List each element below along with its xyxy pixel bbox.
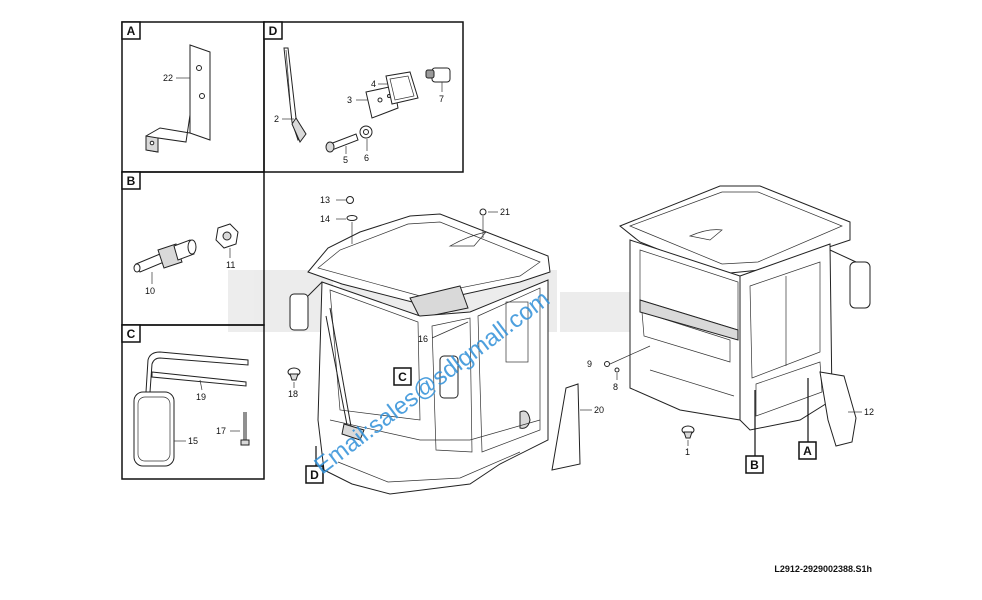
plug-part-8: 8 [613, 367, 620, 392]
callout-12: 12 [864, 407, 874, 417]
callout-19: 19 [196, 392, 206, 402]
bolt-part-5: 5 [325, 133, 359, 165]
callout-11: 11 [226, 260, 235, 270]
view-marker-b: B [745, 390, 764, 474]
callout-14: 14 [320, 214, 330, 224]
svg-text:D: D [310, 468, 319, 482]
nut-part-13: 13 [320, 195, 354, 205]
callout-20: 20 [594, 405, 604, 415]
plug-part-9: 9 [587, 345, 651, 369]
callout-18: 18 [288, 389, 298, 399]
screw-part-17: 17 [216, 412, 250, 446]
panel-part-20: 20 [551, 383, 604, 471]
callout-13: 13 [320, 195, 330, 205]
washer-part-6: 6 [359, 125, 373, 163]
callout-8: 8 [613, 382, 618, 392]
washer-part-14: 14 [320, 214, 358, 244]
svg-text:B: B [127, 174, 136, 188]
panel-tag-d: D [263, 21, 283, 40]
detail-panels [121, 21, 464, 480]
callout-22: 22 [163, 73, 173, 83]
callout-9: 9 [587, 359, 592, 369]
callout-3: 3 [347, 95, 352, 105]
view-marker-c: C [393, 367, 412, 386]
panel-tag-c: C [121, 324, 141, 343]
plug-part-18: 18 [287, 367, 301, 399]
mirror-head-part-15: 15 [133, 391, 198, 467]
main-callouts: 13 14 21 16 18 20 [287, 195, 604, 471]
callout-10: 10 [145, 286, 155, 296]
drawing-reference: L2912-2929002388.S1h [774, 564, 872, 574]
plug-part-1: 1 [681, 425, 695, 457]
callout-6: 6 [364, 153, 369, 163]
cover-plate-part-4: 4 [371, 71, 419, 105]
view-marker-a: A [798, 378, 817, 460]
svg-text:C: C [398, 370, 407, 384]
callout-7: 7 [439, 94, 444, 104]
callout-17: 17 [216, 426, 226, 436]
view-marker-d: D [305, 446, 324, 484]
svg-text:D: D [269, 24, 278, 38]
cab-front-view [289, 213, 551, 495]
bracket-part-22: 22 [145, 44, 211, 153]
callout-16: 16 [418, 334, 428, 344]
svg-text:B: B [750, 458, 759, 472]
rivet-part-10: 10 [133, 239, 197, 296]
panel-c-frame [121, 324, 265, 480]
panel-d-frame [263, 21, 464, 173]
svg-text:A: A [127, 24, 136, 38]
panel-tag-a: A [121, 21, 141, 40]
cab-rear-view [619, 185, 871, 447]
seal-part-16: 16 [418, 321, 469, 344]
callout-21: 21 [500, 207, 510, 217]
motor-part-7: 7 [425, 67, 451, 104]
wiper-arm-part-2: 2 [274, 47, 307, 143]
right-callouts: 9 8 1 12 [587, 345, 874, 457]
callout-15: 15 [188, 436, 198, 446]
callout-2: 2 [274, 114, 279, 124]
svg-text:A: A [803, 444, 812, 458]
callout-1: 1 [685, 447, 690, 457]
callout-5: 5 [343, 155, 348, 165]
svg-text:C: C [127, 327, 136, 341]
bolt-part-21: 21 [479, 207, 510, 238]
callout-4: 4 [371, 79, 376, 89]
panel-tag-b: B [121, 171, 141, 190]
panel-part-12: 12 [848, 407, 874, 417]
mirror-arm-part-19: 19 [145, 351, 249, 402]
nut-part-11: 11 [215, 223, 239, 270]
